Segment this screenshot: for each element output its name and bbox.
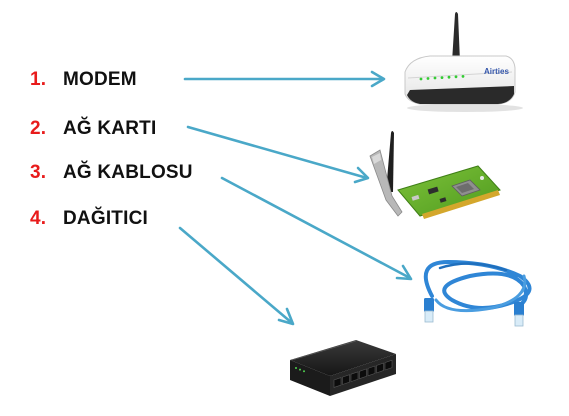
network-cable-image <box>423 259 532 327</box>
list-item-network-card: 2. AĞ KARTI <box>30 118 156 140</box>
arrow-switch <box>178 226 295 326</box>
list-item-network-cable: 3. AĞ KABLOSU <box>30 162 193 184</box>
list-item-modem: 1. MODEM <box>30 69 137 91</box>
modem-logo: Airties <box>484 67 509 76</box>
arrow-network-card <box>186 125 370 184</box>
item-number: 2. <box>30 118 47 139</box>
item-number: 1. <box>30 69 47 90</box>
arrow-network-cable <box>220 176 413 281</box>
item-label: AĞ KABLOSU <box>63 162 193 183</box>
item-label: DAĞITICI <box>63 208 148 229</box>
item-label: MODEM <box>63 69 137 90</box>
item-number: 4. <box>30 208 47 229</box>
network-card-image <box>369 131 501 219</box>
item-label: AĞ KARTI <box>63 118 157 139</box>
item-number: 3. <box>30 162 47 183</box>
arrow-modem <box>183 70 386 88</box>
modem-image: Airties <box>404 12 523 112</box>
list-item-switch: 4. DAĞITICI <box>30 208 148 230</box>
switch-image <box>290 340 396 396</box>
